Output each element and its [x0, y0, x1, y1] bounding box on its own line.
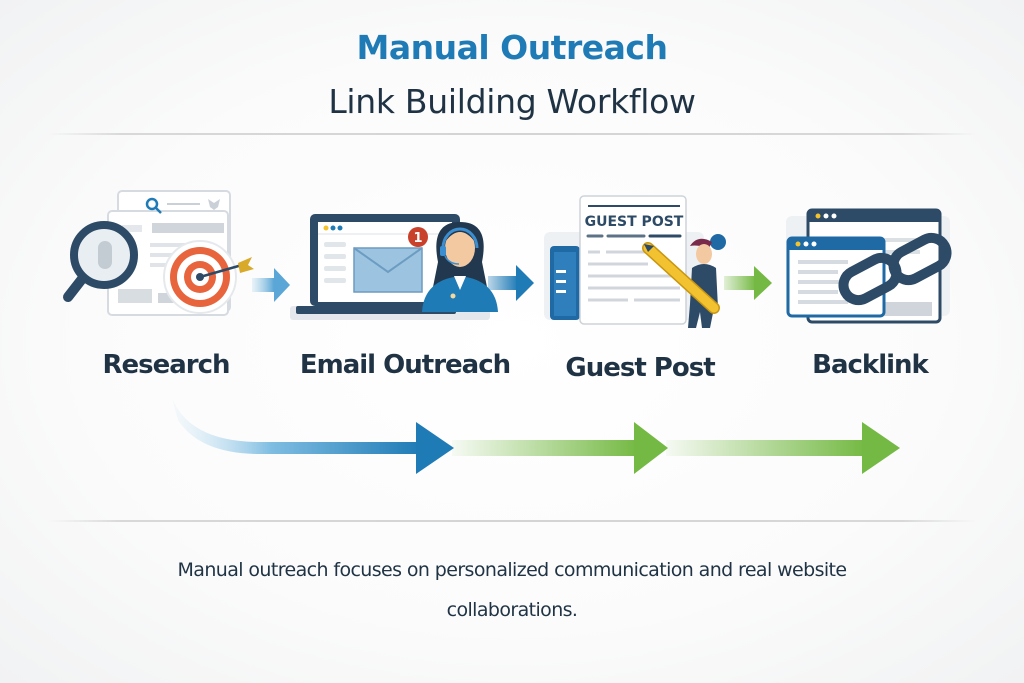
progress-flow [172, 398, 900, 474]
flow-arrowhead-blue [416, 422, 454, 474]
guest-post-document-icon: GUEST POST [544, 195, 726, 328]
flow-arrow-1 [252, 268, 290, 302]
laptop-email-agent-icon: 1 [290, 214, 498, 320]
title-line-1: Manual Outreach [356, 28, 668, 67]
guest-post-heading: GUEST POST [585, 214, 684, 230]
step-label-research: Research [102, 350, 230, 380]
caption-text: Manual outreach focuses on personalized … [0, 550, 1024, 630]
flow-arrow-3 [724, 266, 772, 300]
research-magnifier-target-icon [63, 190, 254, 316]
flow-arrow-segment-blue [172, 398, 420, 454]
flow-arrow-segment-green-2 [666, 440, 866, 456]
flow-arrow-2 [488, 265, 534, 301]
caption: Manual outreach focuses on personalized … [177, 559, 848, 621]
bottom-divider [48, 520, 976, 522]
step-label-backlink: Backlink [812, 350, 929, 380]
step-label-email-outreach: Email Outreach [299, 350, 511, 380]
email-badge-count: 1 [413, 231, 422, 246]
title-line-2: Link Building Workflow [328, 82, 696, 121]
flow-arrow-segment-green-1 [452, 440, 638, 456]
step-label-guest-post: Guest Post [565, 353, 715, 383]
flow-arrowhead-green-1 [634, 422, 668, 474]
browser-chain-link-icon [786, 208, 952, 324]
top-divider [48, 133, 976, 135]
flow-arrowhead-green-2 [862, 422, 900, 474]
